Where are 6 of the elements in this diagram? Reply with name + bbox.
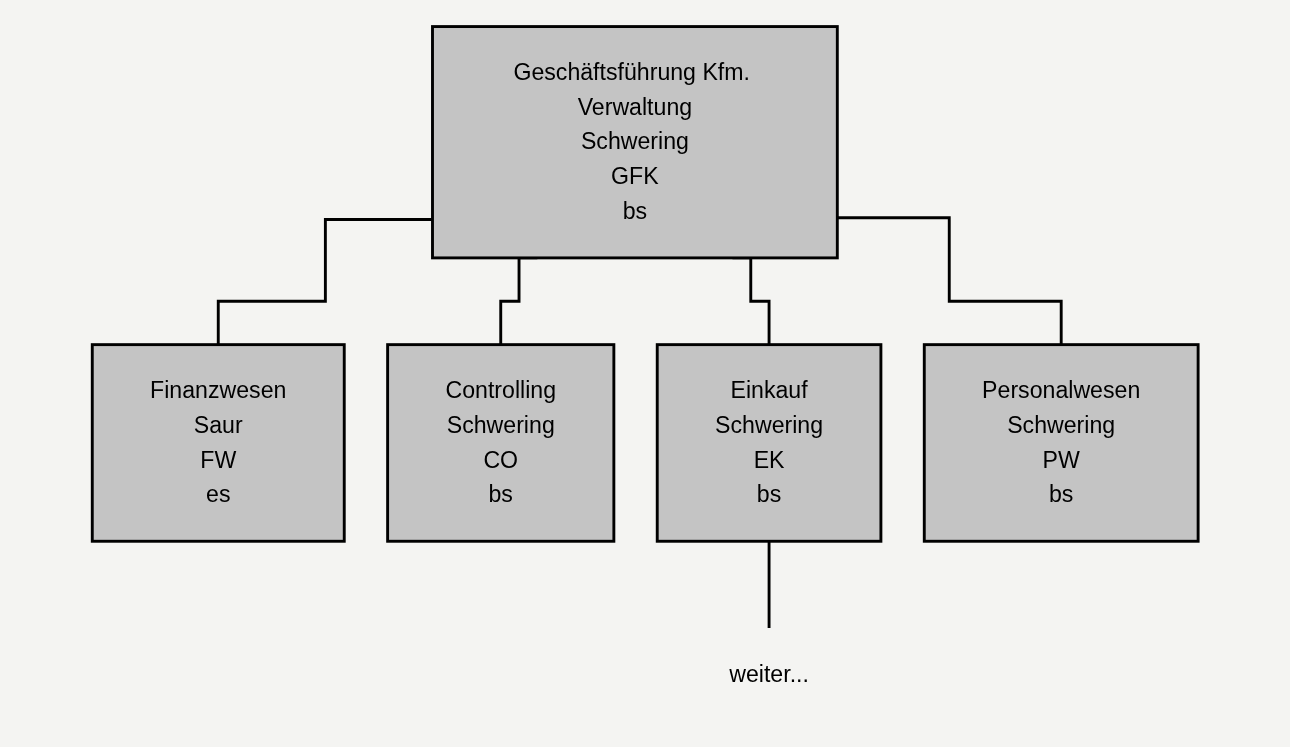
node-box: Einkauf Schwering EK bs xyxy=(655,343,883,543)
node-box: Geschäftsführung Kfm. Verwaltung Schwering GFK bs xyxy=(430,25,839,260)
node-box: Finanzwesen Saur FW es xyxy=(90,343,346,543)
node-text: weiter... xyxy=(729,661,809,686)
node-box: Personalwesen Schwering PW bs xyxy=(922,343,1200,543)
node-box: Controlling Schwering CO bs xyxy=(385,343,616,543)
